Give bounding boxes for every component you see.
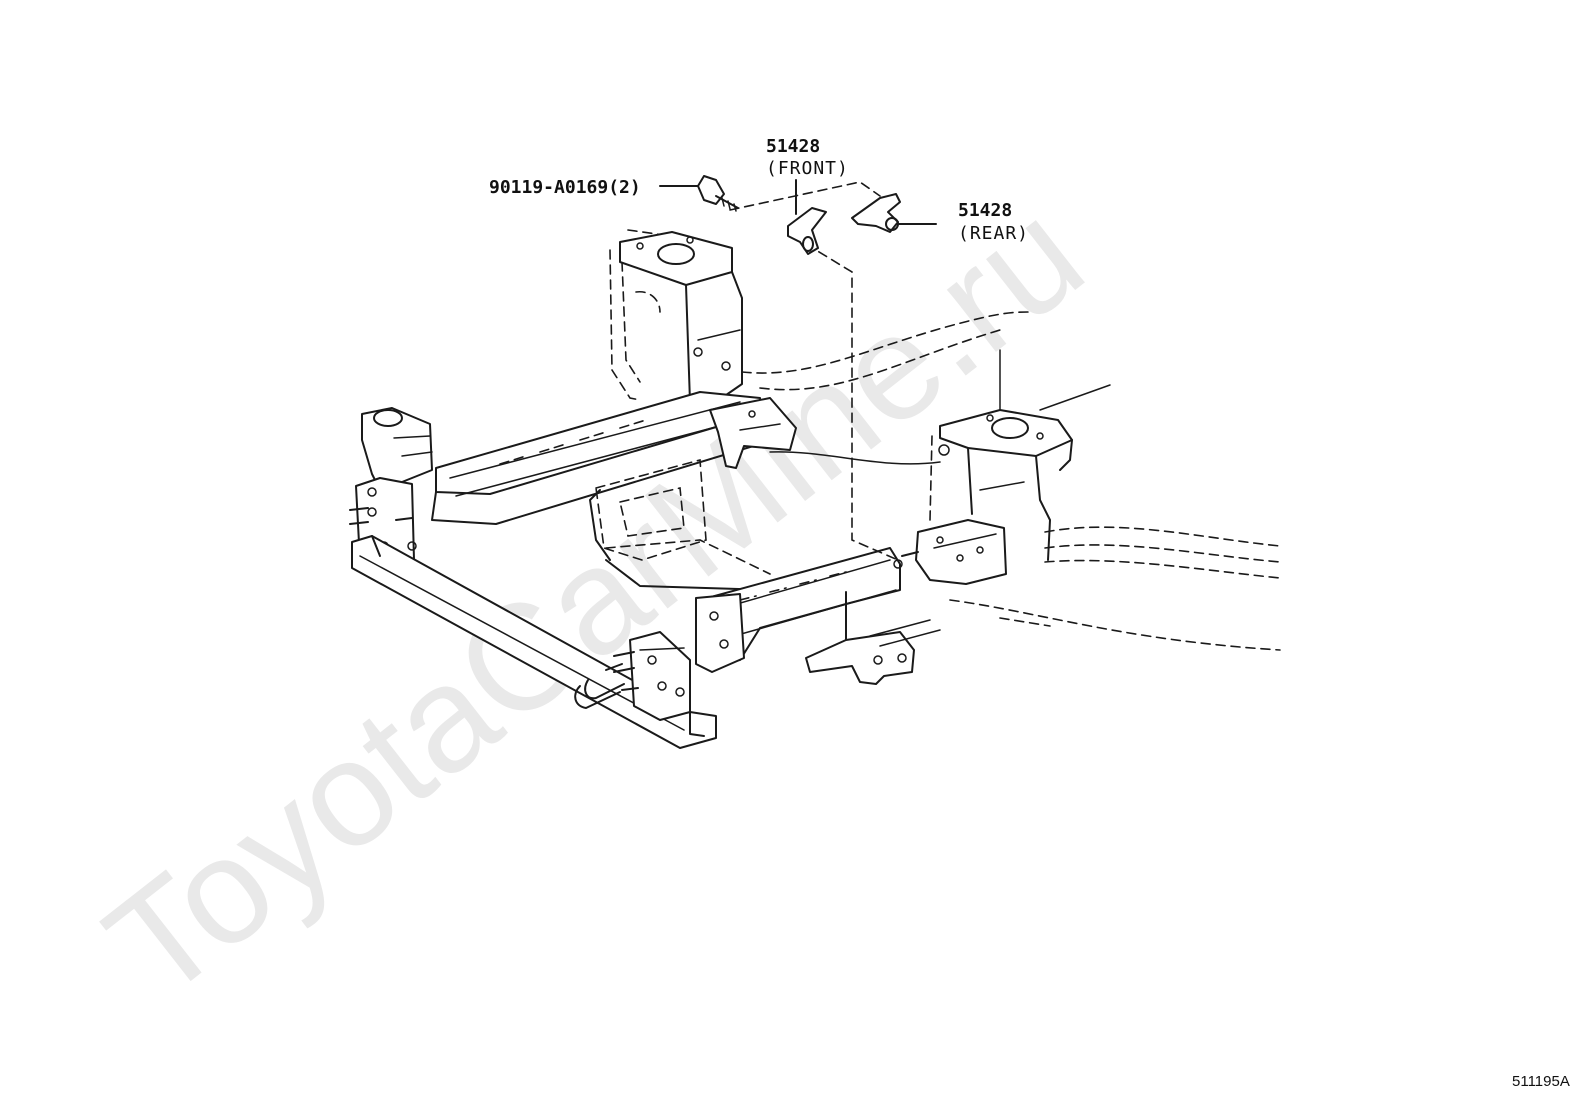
bracket-front-position-label: (FRONT)	[766, 158, 849, 179]
bracket-front-part-number: 51428	[766, 136, 820, 157]
bolt-part-number: 90119-A0169(2)	[489, 177, 641, 198]
bracket-rear-position-label: (REAR)	[958, 223, 1029, 244]
watermark-text: ToyotaCarMine.ru	[76, 169, 1112, 1030]
bracket-rear-part-number: 51428	[958, 200, 1012, 221]
diagram-code: 511195A	[1512, 1073, 1570, 1090]
assembly-guide-lines	[729, 181, 899, 561]
bolt-90119-A0169[interactable]	[659, 175, 739, 212]
bracket-51428-front[interactable]	[787, 179, 827, 255]
chassis-frame-drawing	[349, 229, 1281, 749]
bracket-51428-rear[interactable]	[851, 193, 937, 233]
